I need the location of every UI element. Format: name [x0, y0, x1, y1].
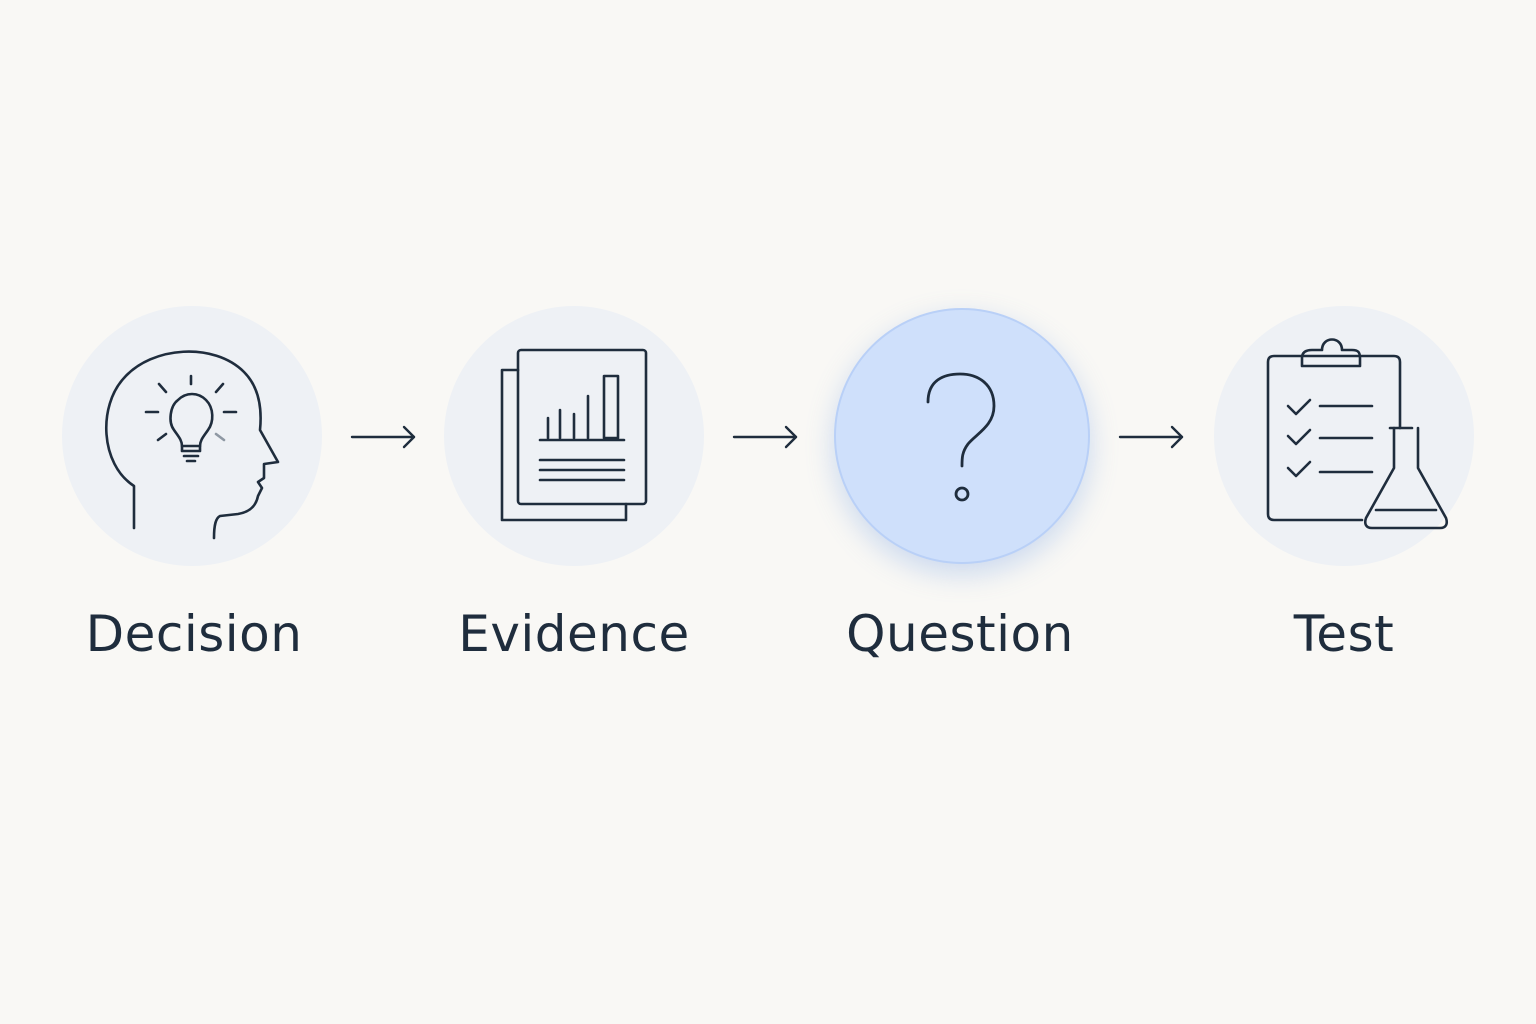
step-decision-circle — [62, 306, 322, 566]
step-question-circle — [834, 308, 1090, 564]
arrow-right-icon — [1118, 425, 1184, 449]
step-label-evidence: Evidence — [458, 605, 690, 663]
arrow-right-icon — [732, 425, 798, 449]
question-mark-icon — [926, 372, 996, 502]
clipboard-flask-icon — [1266, 338, 1449, 530]
step-evidence-circle — [444, 306, 704, 566]
step-label-test: Test — [1293, 605, 1395, 663]
document-chart-icon — [500, 348, 648, 522]
arrow-right-icon — [350, 425, 416, 449]
step-test-circle — [1214, 306, 1474, 566]
step-label-question: Question — [846, 605, 1074, 663]
step-label-decision: Decision — [85, 605, 303, 663]
head-lightbulb-icon — [105, 350, 280, 540]
